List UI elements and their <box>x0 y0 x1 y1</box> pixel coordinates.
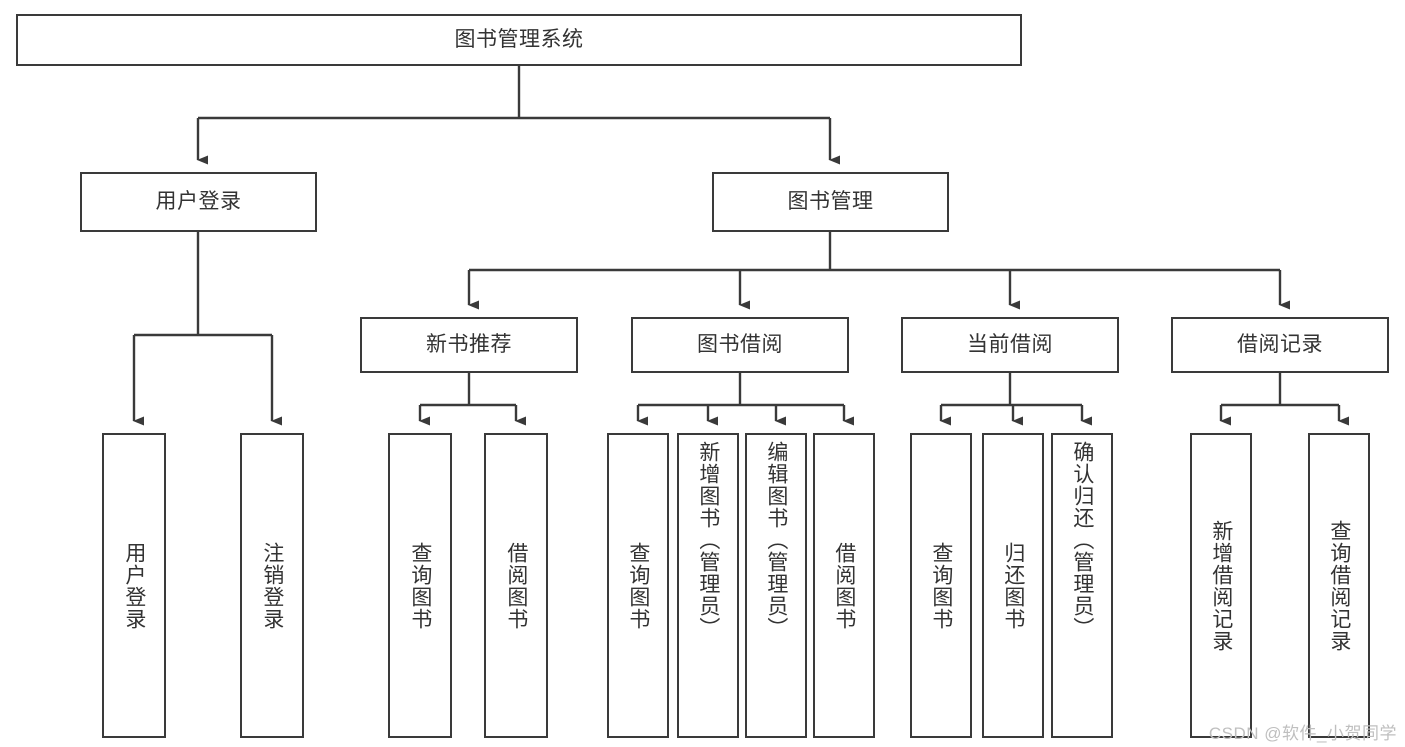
node-label: 借阅图书 <box>504 541 528 630</box>
node-leaf-query-book-recommend[interactable]: 查询图书 <box>388 433 452 738</box>
node-label: 图书管理 <box>787 189 874 213</box>
node-label: 查询借阅记录 <box>1327 519 1351 652</box>
node-user-login[interactable]: 用户登录 <box>80 172 317 232</box>
node-label: 查询图书 <box>626 541 650 630</box>
node-current-borrow[interactable]: 当前借阅 <box>901 317 1119 373</box>
csdn-watermark: CSDN @软件_小贺同学 <box>1208 724 1397 743</box>
node-book-borrow[interactable]: 图书借阅 <box>631 317 849 373</box>
node-label: 确认归还（管理员） <box>1070 441 1094 639</box>
node-leaf-query-book-current[interactable]: 查询图书 <box>910 433 972 738</box>
node-leaf-user-login[interactable]: 用户登录 <box>102 433 166 738</box>
node-label: 新增图书（管理员） <box>696 441 720 639</box>
node-leaf-query-book-borrow[interactable]: 查询图书 <box>607 433 669 738</box>
node-leaf-add-borrow-record[interactable]: 新增借阅记录 <box>1190 433 1252 738</box>
node-leaf-return-book[interactable]: 归还图书 <box>982 433 1044 738</box>
node-leaf-edit-book-admin[interactable]: 编辑图书（管理员） <box>745 433 807 738</box>
node-label: 图书借阅 <box>697 332 783 356</box>
node-label: 归还图书 <box>1001 541 1025 630</box>
node-leaf-borrow-book-borrow[interactable]: 借阅图书 <box>813 433 875 738</box>
node-borrow-record[interactable]: 借阅记录 <box>1171 317 1389 373</box>
node-label: 编辑图书（管理员） <box>764 441 788 639</box>
node-label: 借阅记录 <box>1237 332 1323 356</box>
node-leaf-query-borrow-record[interactable]: 查询借阅记录 <box>1308 433 1370 738</box>
node-label: 新增借阅记录 <box>1209 519 1233 652</box>
node-new-book-recommend[interactable]: 新书推荐 <box>360 317 578 373</box>
node-leaf-add-book-admin[interactable]: 新增图书（管理员） <box>677 433 739 738</box>
node-label: 新书推荐 <box>426 332 512 356</box>
node-label: 图书管理系统 <box>454 27 584 51</box>
node-leaf-borrow-book-recommend[interactable]: 借阅图书 <box>484 433 548 738</box>
node-label: 查询图书 <box>408 541 432 630</box>
node-leaf-confirm-return-admin[interactable]: 确认归还（管理员） <box>1051 433 1113 738</box>
node-label: 用户登录 <box>122 541 146 630</box>
node-label: 当前借阅 <box>967 332 1053 356</box>
node-book-management[interactable]: 图书管理 <box>712 172 949 232</box>
node-root-system[interactable]: 图书管理系统 <box>16 14 1022 66</box>
node-leaf-logout[interactable]: 注销登录 <box>240 433 304 738</box>
node-label: 查询图书 <box>929 541 953 630</box>
node-label: 注销登录 <box>260 541 284 630</box>
node-label: 用户登录 <box>155 189 242 213</box>
node-label: 借阅图书 <box>832 541 856 630</box>
